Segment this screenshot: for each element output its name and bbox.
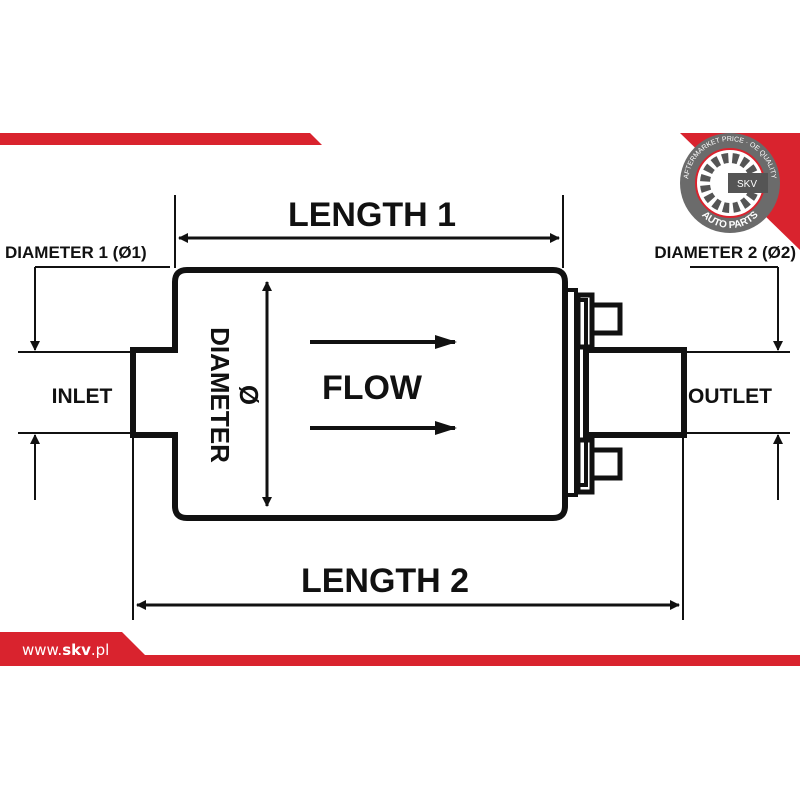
- logo-center-text: SKV: [737, 179, 757, 190]
- flow-arrows: [310, 335, 457, 435]
- dimension-lines: [18, 195, 790, 620]
- inlet-label: INLET: [52, 385, 113, 408]
- flow-label: FLOW: [322, 369, 423, 407]
- skv-logo: SKV AFTERMARKET PRICE · OE QUALITY AUTO …: [680, 133, 780, 233]
- diameter1-label: DIAMETER 1 (Ø1): [5, 243, 147, 262]
- length1-label: LENGTH 1: [288, 196, 456, 234]
- bottom-red-band: [0, 632, 800, 666]
- length2-label: LENGTH 2: [301, 562, 469, 600]
- pump-outline: [130, 267, 687, 521]
- body-diameter-symbol: Ø: [234, 385, 264, 405]
- diameter2-label: DIAMETER 2 (Ø2): [654, 243, 796, 262]
- outlet-label: OUTLET: [688, 385, 772, 408]
- body-diameter-label: DIAMETER: [205, 327, 235, 463]
- website-link[interactable]: www.skv.pl: [22, 641, 109, 659]
